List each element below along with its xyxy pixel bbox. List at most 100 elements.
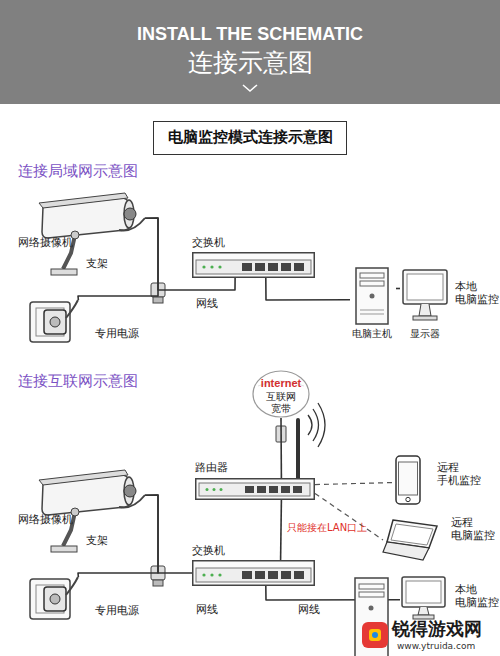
wifi-signal xyxy=(308,415,312,435)
node-label: 交换机 xyxy=(192,544,225,557)
network-cable xyxy=(266,278,350,300)
pc-tower xyxy=(355,578,388,656)
network-cable xyxy=(396,288,400,290)
pc-art xyxy=(360,273,384,278)
node-label: 交换机 xyxy=(192,236,225,249)
cable-junction xyxy=(153,297,163,303)
switch-art xyxy=(281,571,291,579)
network-switch: 交换机 xyxy=(192,560,315,586)
router-art xyxy=(206,488,209,491)
switch-art xyxy=(193,253,315,278)
wifi-signal xyxy=(308,403,325,447)
node-label: 专用电源 xyxy=(95,327,139,340)
phone-art xyxy=(399,462,418,495)
router-art xyxy=(245,486,254,493)
node-label: internet xyxy=(252,377,310,390)
switch-art xyxy=(192,252,315,278)
camera-art xyxy=(39,193,128,208)
camera-art xyxy=(119,495,145,508)
switch-art xyxy=(242,263,252,271)
cable-label: 网线 xyxy=(298,603,320,616)
wifi-signal xyxy=(318,403,325,447)
node-label: 专用电源 xyxy=(95,604,139,617)
header-band: INSTALL THE SCHEMATIC连接示意图 xyxy=(0,0,500,104)
cable-label: 网线 xyxy=(196,297,218,310)
camera-art xyxy=(51,546,77,552)
router-art xyxy=(195,478,315,500)
power-art xyxy=(30,302,70,342)
pc-tower xyxy=(355,578,388,656)
node-label: 连接示意图 xyxy=(0,48,500,78)
cable-label: 只能接在LAN口上 xyxy=(287,522,367,534)
phone-art xyxy=(395,455,421,505)
power-art xyxy=(30,579,70,619)
pc-tower: 电脑主机 xyxy=(350,266,396,341)
switch-art xyxy=(196,260,311,274)
router-art xyxy=(196,479,315,500)
router-art xyxy=(269,486,278,493)
router-art xyxy=(220,488,223,491)
switch-art xyxy=(218,265,221,268)
node-label: INSTALL THE SCHEMATIC xyxy=(0,24,500,46)
router-antenna xyxy=(298,420,299,478)
router-antenna xyxy=(296,420,300,478)
node-label: 显示器 xyxy=(410,328,440,340)
switch-art xyxy=(281,263,291,271)
network-cable xyxy=(280,500,282,560)
router-art xyxy=(199,483,310,496)
power-art xyxy=(66,577,78,595)
node-label: 远程 手机监控 xyxy=(437,461,485,487)
pc-tower xyxy=(359,592,384,597)
phone-art xyxy=(396,456,420,504)
annotation-label: 支架 xyxy=(86,534,108,547)
phone-art xyxy=(406,497,410,501)
monitor-art xyxy=(413,316,437,320)
router-art xyxy=(257,486,266,493)
network-cable xyxy=(266,586,400,600)
node-label: 电脑主机 xyxy=(352,328,392,340)
wifi-signal xyxy=(313,409,319,441)
switch-art xyxy=(255,571,265,579)
monitor-art xyxy=(407,274,443,300)
internet-bubble: internet互联网 宽带 xyxy=(252,370,310,418)
cable-label: 网线 xyxy=(196,603,218,616)
watermark-logo xyxy=(372,632,378,638)
router-art xyxy=(293,486,302,493)
mobile-phone: 远程 手机监控 xyxy=(395,455,421,505)
annotation-label: 连接局域网示意图 xyxy=(18,162,138,180)
switch-art xyxy=(268,571,278,579)
node-label: 互联网 宽带 xyxy=(264,391,298,415)
annotation-label: 连接互联网示意图 xyxy=(18,372,138,390)
router-art xyxy=(281,486,290,493)
laptop-art xyxy=(383,518,439,562)
ip-camera: 网络摄像机 xyxy=(15,193,145,283)
switch-art xyxy=(196,568,311,582)
monitor: 显示器 xyxy=(400,266,450,341)
watermark-logo xyxy=(369,629,381,641)
monitor2-art xyxy=(402,577,445,607)
camera-art xyxy=(124,485,136,497)
network-cable xyxy=(145,495,192,573)
monitor-art xyxy=(419,304,431,316)
node-label: 本地 电脑监控 xyxy=(455,583,500,609)
power-art xyxy=(66,300,78,318)
laptop-art xyxy=(391,524,433,545)
switch-art xyxy=(218,573,221,576)
switch-art xyxy=(193,561,315,586)
monitor2-art xyxy=(400,575,447,620)
node-label: 远程 电脑监控 xyxy=(451,516,499,542)
power-art xyxy=(50,594,60,604)
router-art xyxy=(213,488,216,491)
annotation-label: www.ytruida.com xyxy=(397,641,475,652)
switch-art xyxy=(255,263,265,271)
camera-art xyxy=(119,218,145,231)
pc-art xyxy=(360,314,384,315)
camera-art xyxy=(124,208,136,220)
ip-camera: 网络摄像机 xyxy=(15,470,145,560)
watermark-logo xyxy=(362,622,388,648)
pc-art xyxy=(360,310,384,311)
wireless-link xyxy=(315,493,383,540)
switch-art xyxy=(192,560,315,586)
